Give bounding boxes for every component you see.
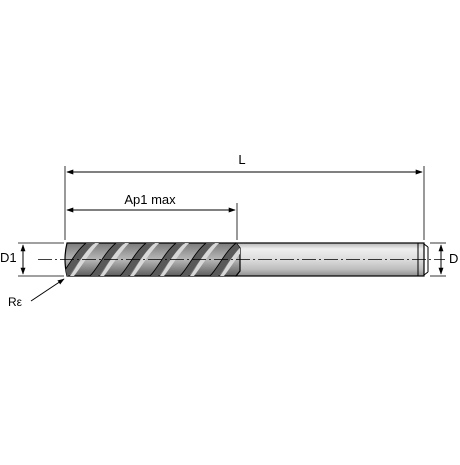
- dimension-overall-length: L: [64, 152, 425, 240]
- label-d: D: [449, 251, 458, 266]
- flute-edge: [149, 243, 177, 276]
- flute-edge: [65, 243, 87, 276]
- dimension-cutting-length: Ap1 max: [66, 192, 238, 240]
- flute-edge: [209, 243, 237, 276]
- label-ap1-max: Ap1 max: [124, 192, 176, 207]
- flute-edge: [119, 243, 147, 276]
- corner-radius-leader: Rε: [8, 278, 65, 309]
- label-re: Rε: [8, 295, 23, 309]
- flute-highlight: [220, 243, 240, 276]
- dimension-shank-diameter: D: [430, 242, 458, 277]
- flute-edge: [179, 243, 207, 276]
- dimension-cutting-diameter: D1: [0, 242, 64, 277]
- label-l: L: [238, 152, 245, 167]
- label-d1: D1: [0, 250, 17, 265]
- flute-edge: [89, 243, 117, 276]
